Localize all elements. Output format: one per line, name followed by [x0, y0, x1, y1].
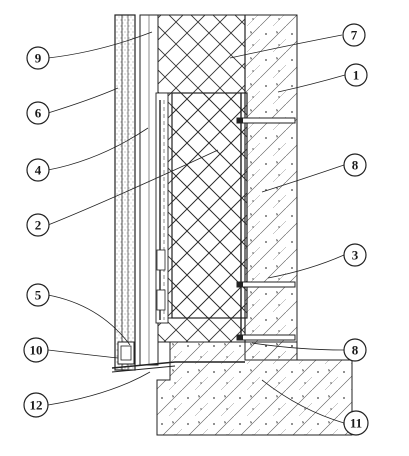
svg-text:10: 10 [30, 343, 43, 358]
insulation-layer [157, 14, 248, 343]
svg-text:5: 5 [35, 288, 42, 303]
concrete-wall [156, 14, 353, 436]
callout-3: 3 [343, 243, 367, 267]
callout-8-upper: 8 [343, 153, 367, 177]
callout-7: 7 [342, 23, 366, 47]
svg-text:2: 2 [35, 218, 42, 233]
svg-text:7: 7 [351, 28, 358, 43]
callout-12: 12 [23, 392, 49, 418]
svg-text:8: 8 [352, 158, 359, 173]
leader-lines [47, 31, 346, 424]
bottom-flashing [111, 341, 245, 373]
svg-text:8: 8 [352, 343, 359, 358]
svg-text:3: 3 [352, 248, 359, 263]
callouts: 9 7 1 6 4 8 2 3 [23, 23, 369, 436]
subframe-profile [139, 14, 169, 366]
svg-text:4: 4 [35, 163, 42, 178]
callout-8-lower: 8 [343, 338, 367, 362]
callout-4: 4 [26, 158, 50, 182]
callout-2: 2 [26, 213, 50, 237]
callout-11: 11 [343, 410, 369, 436]
callout-1: 1 [344, 63, 368, 87]
callout-5: 5 [26, 283, 50, 307]
svg-text:9: 9 [35, 51, 42, 66]
svg-text:1: 1 [353, 68, 360, 83]
svg-text:11: 11 [350, 416, 362, 431]
svg-text:6: 6 [35, 106, 42, 121]
callout-9: 9 [26, 46, 50, 70]
callout-10: 10 [23, 337, 49, 363]
callout-6: 6 [26, 101, 50, 125]
anchors [236, 117, 296, 341]
svg-text:12: 12 [30, 398, 43, 413]
